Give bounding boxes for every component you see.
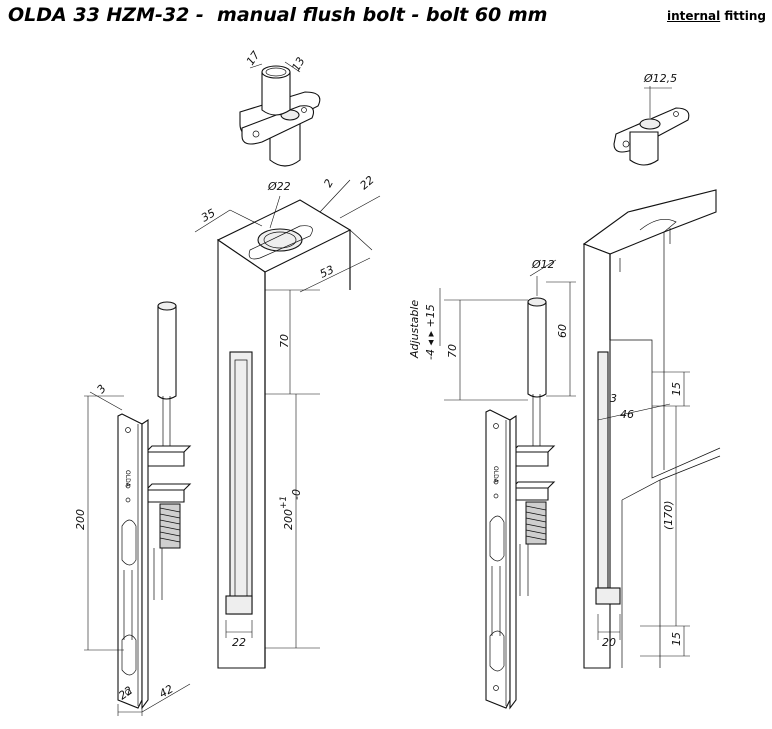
dim-12: Ø12: [531, 258, 555, 271]
dim-35: 35: [199, 206, 218, 224]
dim-adjust-range: -4 ◂ ▸ +15: [424, 304, 437, 360]
dim-70-right: 70: [446, 344, 459, 358]
dim-12-5: Ø12,5: [643, 72, 677, 85]
dim-46: 46: [620, 408, 634, 421]
dim-3-right: 3: [610, 392, 617, 405]
dim-20: 20: [602, 636, 616, 649]
striker-plate-left: [239, 65, 321, 167]
dim-2: 2: [321, 177, 336, 190]
fitting-rest: fitting: [720, 9, 766, 23]
dim-200-left: 200: [74, 509, 87, 530]
flush-bolt-right: OLDA: [485, 297, 556, 710]
dim-200-tol: 200+1: [279, 496, 295, 530]
dim-200-tol-minus: -0: [290, 489, 303, 500]
dim-15-bottom: 15: [670, 632, 683, 646]
dim-group-right-bolt: Ø12 60 70 Adjustable -4 ◂ ▸ +15: [408, 258, 576, 401]
dim-adjustable: Adjustable: [408, 300, 421, 359]
dim-170: (170): [662, 500, 675, 530]
dim-d22: Ø22: [267, 180, 291, 193]
dim-frame-22: 22: [232, 636, 246, 649]
dim-group-left-frame: 35 Ø22 2 22 53 70 200+1 -0: [194, 173, 381, 649]
dim-d12-5: Ø12,5: [643, 72, 677, 118]
door-frame-right: [582, 189, 721, 669]
dim-3-left: 3: [94, 382, 108, 396]
dim-70-left: 70: [278, 334, 291, 348]
dim-13: 13: [289, 55, 307, 74]
dim-60: 60: [556, 324, 569, 338]
plate-brand-left: OLDA: [124, 470, 131, 488]
dim-53: 53: [318, 263, 336, 281]
dim-15-top: 15: [670, 382, 683, 396]
dim-42: 42: [157, 682, 176, 700]
fitting-internal: internal: [667, 9, 721, 23]
plate-brand-right: OLDA: [492, 466, 499, 484]
striker-plate-right: [613, 107, 690, 166]
dim-22-top: 22: [358, 173, 377, 192]
dim-group-right-frame: 3 46 15 (170) 15 20: [597, 371, 690, 657]
flush-bolt-left: OLDA: [117, 301, 192, 710]
fitting-type-label: internal fitting: [667, 9, 766, 23]
page-title: OLDA 33 HZM-32 - manual flush bolt - bol…: [8, 4, 548, 26]
